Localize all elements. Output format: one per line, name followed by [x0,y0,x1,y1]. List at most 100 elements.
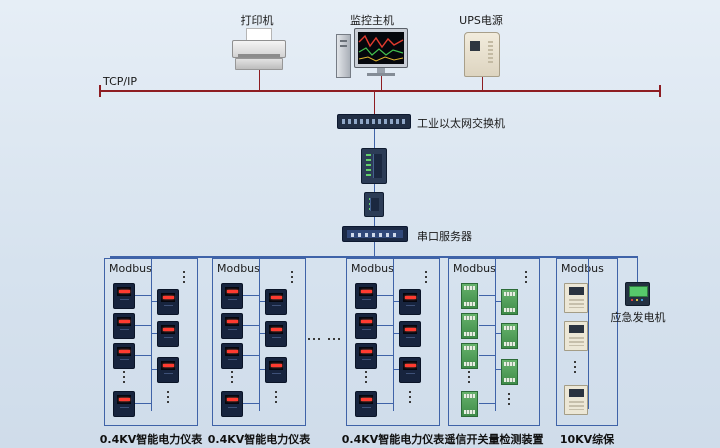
stub-line [376,403,393,404]
ellipsis-dots [308,338,310,340]
stub-line [152,333,157,334]
stub-line [496,301,501,302]
waveform-graphic [358,34,404,62]
protection-relay-icon [564,283,588,313]
monitor-stand [377,68,385,73]
generator-controller-icon [625,282,650,306]
meter-group-3: Modbus [346,258,440,426]
stub-line [134,403,151,404]
power-meter-icon [221,283,243,309]
power-meter-icon [113,391,135,417]
power-meter-icon [113,313,135,339]
stub-line [134,295,151,296]
stub-line [134,355,151,356]
stub-line [479,355,495,356]
ellipsis-dots [365,371,367,373]
ellipsis-dots [468,371,470,373]
ellipsis-dots [425,271,427,273]
stub-line [260,333,265,334]
stub-line [242,355,259,356]
conv1-to-conv2-line [374,184,375,192]
power-meter-icon [221,391,243,417]
group-bus-line [495,259,496,411]
ethernet-switch-label: 工业以太网交换机 [417,117,505,130]
power-meter-icon [221,343,243,369]
protection-relay-icon [564,321,588,351]
stub-line [376,355,393,356]
stub-line [376,325,393,326]
modbus-label: Modbus [561,262,604,275]
power-meter-icon [157,289,179,315]
modbus-label: Modbus [351,262,394,275]
io-group: Modbus [448,258,540,426]
caption-meter-group-2: 0.4KV智能电力仪表 [207,433,311,446]
tcp-bus-right-cap [659,85,661,97]
modbus-label: Modbus [453,262,496,275]
power-meter-icon [265,289,287,315]
stub-line [496,333,501,334]
group-bus-line [588,259,589,409]
ellipsis-dots [183,271,185,273]
power-meter-icon [265,321,287,347]
stub-line [134,325,151,326]
serial-to-fieldbus-line [374,242,375,256]
ellipsis-dots [167,391,169,393]
switch-to-conv1-line [374,129,375,148]
stub-line [394,301,399,302]
io-module-icon [501,289,518,315]
power-meter-icon [113,343,135,369]
monitor-host-label: 监控主机 [350,14,394,27]
stub-line [242,403,259,404]
ups-icon [464,32,500,77]
caption-meter-group-3: 0.4KV智能电力仪表 [341,433,445,446]
media-converter-icon-2 [364,192,384,217]
caption-io-group: 遥信开关量检测装置 [444,433,544,446]
meter-group-2: Modbus [212,258,306,426]
group-bus-line [259,259,260,411]
generator-label: 应急发电机 [610,311,666,324]
power-meter-icon [355,343,377,369]
monitor-base [367,73,395,76]
stub-line [260,301,265,302]
modbus-label: Modbus [109,262,152,275]
power-meter-icon [221,313,243,339]
conv2-to-serial-line [374,217,375,226]
stub-line [479,325,495,326]
protection-relay-icon [564,385,588,415]
stub-line [394,369,399,370]
printer-drop-line [259,70,260,90]
io-module-icon [461,283,478,309]
io-module-icon [501,323,518,349]
printer-icon [232,28,288,76]
ellipsis-dots [275,391,277,393]
stub-line [260,369,265,370]
ellipsis-dots [328,338,330,340]
group-bus-line [393,259,394,411]
stub-line [479,295,495,296]
caption-meter-group-1: 0.4KV智能电力仪表 [99,433,203,446]
printer-base [235,58,283,70]
io-module-icon [461,391,478,417]
io-module-icon [501,359,518,385]
pc-tower-icon [336,34,351,78]
ups-drop-line [482,77,483,90]
stub-line [242,325,259,326]
stub-line [152,301,157,302]
stub-line [152,369,157,370]
monitor-screen [358,32,404,64]
monitor-host-icon [336,28,410,78]
field-bus [110,256,638,258]
ellipsis-dots [123,371,125,373]
media-converter-icon-1 [361,148,387,184]
printer-slot [238,54,280,57]
power-meter-icon [355,391,377,417]
ellipsis-dots [525,271,527,273]
stub-line [242,295,259,296]
power-meter-icon [355,283,377,309]
ellipsis-dots [291,271,293,273]
power-meter-icon [355,313,377,339]
monitor-frame [354,28,408,68]
ellipsis-dots [508,393,510,395]
stub-line [376,295,393,296]
